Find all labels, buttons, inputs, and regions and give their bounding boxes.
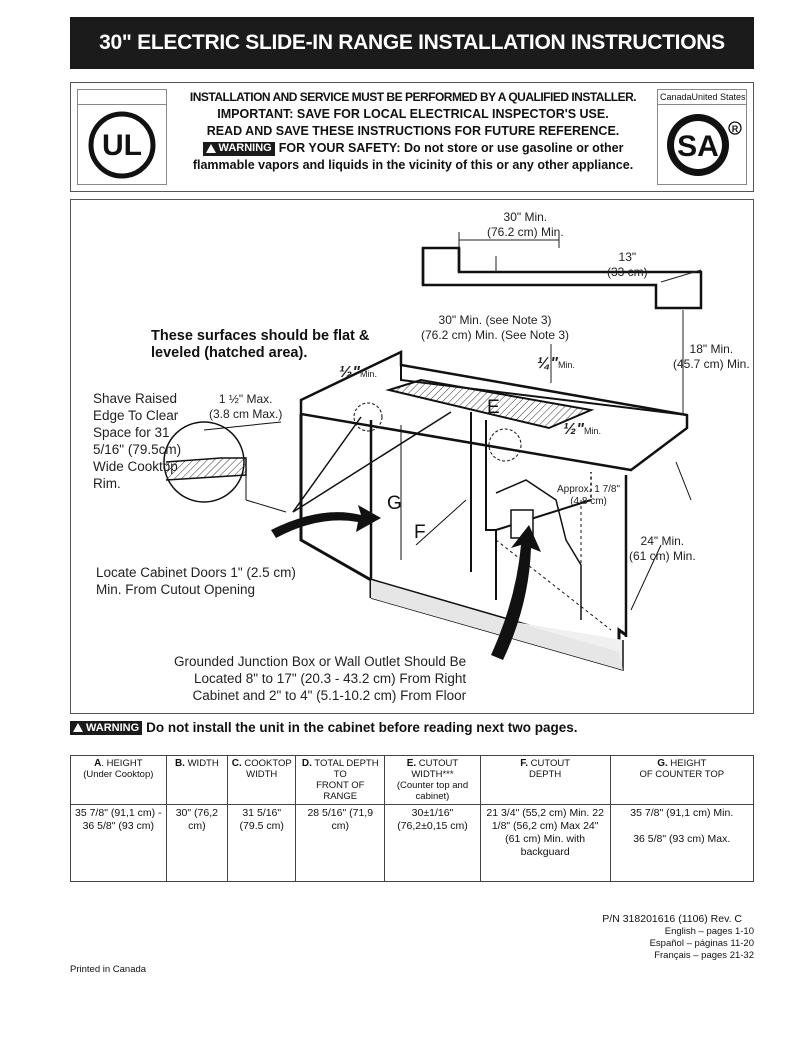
csa-logo-cell: CanadaUnited States SA R (657, 89, 747, 185)
csa-logo-icon: SA R (667, 114, 742, 176)
pages-spanish: Español – páginas 11-20 (649, 938, 754, 949)
table-row: 35 7/8" (91,1 cm) - 36 5/8" (93 cm) 30" … (70, 804, 755, 882)
printed-in: Printed in Canada (70, 964, 147, 975)
svg-text:R: R (732, 124, 739, 134)
label-height-24: 24" Min.(61 cm) Min. (629, 534, 696, 563)
safety-line-warning: WARNING FOR YOUR SAFETY: Do not store or … (171, 140, 655, 157)
safety-line-gasoline: FOR YOUR SAFETY: Do not store or use gas… (278, 141, 624, 155)
label-letter-f: F (414, 522, 426, 543)
safety-line-flammable: flammable vapors and liquids in the vici… (192, 158, 634, 172)
label-junction-box: Grounded Junction Box or Wall Outlet Sho… (174, 654, 467, 703)
ul-logo-header (78, 90, 166, 105)
bottom-warning: WARNING Do not install the unit in the c… (70, 720, 577, 735)
header-e: E. CUTOUT WIDTH***(Counter top and cabin… (384, 755, 481, 805)
label-top-width: 30" Min.(76.2 cm) Min. (487, 210, 564, 239)
label-height-18: 18" Min.(45.7 cm) Min. (673, 342, 750, 371)
ul-logo-icon: UL (88, 111, 156, 179)
counter-cabinet-shape (163, 350, 692, 671)
pages-english: English – pages 1-10 (664, 926, 754, 937)
header-a: A. HEIGHT(Under Cooktop) (70, 755, 167, 805)
bottom-warning-badge: WARNING (70, 720, 143, 735)
cell-height: 35 7/8" (91,1 cm) - 36 5/8" (93 cm) (70, 804, 167, 882)
header-b: B. WIDTH (165, 755, 229, 805)
label-depth-13: 13"(33 cm) (607, 250, 648, 279)
label-quarter-min: ¼"Min. (537, 355, 575, 372)
cell-total-depth: 28 5/16" (71,9 cm) (295, 804, 386, 882)
csa-logo-header: CanadaUnited States (658, 90, 746, 105)
label-note3: 30" Min. (see Note 3)(76.2 cm) Min. (See… (421, 313, 570, 342)
bottom-warning-text: Do not install the unit in the cabinet b… (146, 720, 578, 735)
cell-cutout-width: 30±1/16" (76,2±0,15 cm) (384, 804, 481, 882)
warning-badge: WARNING (202, 141, 275, 156)
svg-text:UL: UL (102, 129, 142, 162)
warning-triangle-icon (205, 144, 216, 154)
label-half-min-right: ½"Min. (563, 421, 601, 438)
cell-cooktop-width: 31 5/16" (79.5 cm) (227, 804, 297, 882)
safety-line-important: IMPORTANT: SAVE FOR LOCAL ELECTRICAL INS… (217, 107, 609, 121)
cell-width: 30" (76,2 cm) (165, 804, 229, 882)
installation-diagram: 30" Min.(76.2 cm) Min. 13"(33 cm) 30" Mi… (70, 199, 754, 714)
part-number: P/N 318201616 (1106) Rev. C (602, 913, 742, 925)
warning-triangle-icon (73, 723, 83, 732)
pages-french: Français – pages 21-32 (654, 950, 754, 961)
safety-text: INSTALLATION AND SERVICE MUST BE PERFORM… (171, 89, 655, 174)
upper-cabinet-shape (421, 246, 703, 310)
language-pages: English – pages 1-10 Español – páginas 1… (650, 926, 754, 962)
safety-notice-box: UL INSTALLATION AND SERVICE MUST BE PERF… (70, 82, 754, 192)
ul-logo-cell: UL (77, 89, 167, 185)
cell-counter-height: 35 7/8" (91,1 cm) Min. 36 5/8" (93 cm) M… (609, 804, 755, 882)
label-approx: Approx. 1 7/8"(4.8 cm) (557, 484, 621, 507)
svg-text:SA: SA (677, 130, 719, 163)
table-header-row: A. HEIGHT(Under Cooktop) B. WIDTH C. COO… (70, 755, 755, 805)
cell-cutout-depth: 21 3/4" (55,2 cm) Min. 22 1/8" (56,2 cm)… (479, 804, 611, 882)
label-half-min-left: ½"Min. (339, 364, 377, 381)
dimension-lines (458, 232, 702, 415)
label-flat-surfaces: These surfaces should be flat &leveled (… (151, 328, 370, 361)
safety-line-read-save: READ AND SAVE THESE INSTRUCTIONS FOR FUT… (206, 124, 620, 138)
bottom-warning-badge-label: WARNING (86, 721, 140, 734)
label-letter-g: G (387, 493, 402, 514)
dimensions-table: A. HEIGHT(Under Cooktop) B. WIDTH C. COO… (70, 755, 755, 882)
label-letter-e: E (487, 397, 500, 418)
label-locate-doors: Locate Cabinet Doors 1" (2.5 cm)Min. Fro… (96, 565, 296, 597)
label-max-half: 1 ½" Max.(3.8 cm Max.) (209, 392, 283, 421)
warning-badge-label: WARNING (218, 142, 272, 155)
page-title: 30" ELECTRIC SLIDE-IN RANGE INSTALLATION… (70, 17, 754, 69)
safety-line-installer: INSTALLATION AND SERVICE MUST BE PERFORM… (189, 90, 637, 104)
cabinet-drawing (163, 232, 703, 671)
label-shave-edge: Shave Raised Edge To Clear Space for 31 … (93, 391, 182, 491)
